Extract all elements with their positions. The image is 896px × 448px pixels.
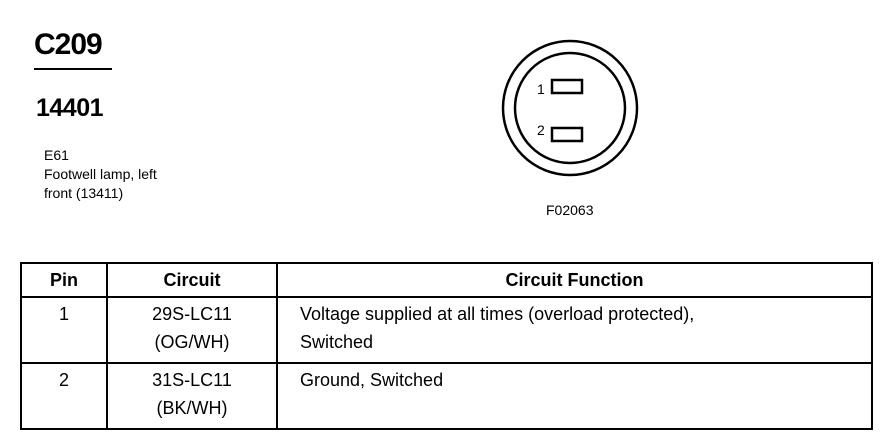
pin-2-terminal [550, 126, 584, 143]
component-description-line-1: Footwell lamp, left [44, 166, 157, 182]
connector-inner-ring [513, 51, 627, 165]
component-code: E61 [44, 147, 69, 163]
wire-color: (BK/WH) [156, 398, 228, 418]
function-text-line-1: Voltage supplied at all times (overload … [300, 304, 695, 324]
part-number: 14401 [36, 94, 104, 122]
table-header-row: Pin Circuit Circuit Function [20, 262, 873, 298]
circuit-cell: 29S-LC11 (OG/WH) [106, 296, 278, 364]
pin-cell: 1 [20, 296, 108, 364]
pin-cell: 2 [20, 362, 108, 430]
function-cell: Ground, Switched [276, 362, 873, 430]
connector-id: C209 [34, 28, 103, 61]
header-circuit: Circuit [106, 262, 278, 298]
function-text-line-2: Switched [300, 332, 374, 352]
pin-1-label: 1 [537, 81, 545, 97]
pin-2-label: 2 [537, 122, 545, 138]
figure-reference: F02063 [546, 202, 594, 218]
title-underline [34, 68, 112, 70]
connector-face-diagram: 1 2 [501, 39, 639, 177]
pinout-table: Pin Circuit Circuit Function 1 29S-LC11 … [20, 262, 873, 430]
function-text-line-1: Ground, Switched [300, 370, 444, 390]
circuit-code: 29S-LC11 [152, 304, 232, 324]
function-cell: Voltage supplied at all times (overload … [276, 296, 873, 364]
header-circuit-function: Circuit Function [276, 262, 873, 298]
wire-color: (OG/WH) [154, 332, 230, 352]
header-pin: Pin [20, 262, 108, 298]
component-info: E61 Footwell lamp, left front (13411) [44, 146, 214, 203]
circuit-cell: 31S-LC11 (BK/WH) [106, 362, 278, 430]
circuit-code: 31S-LC11 [152, 370, 232, 390]
pin-1-terminal [550, 78, 584, 95]
component-description-line-2: front (13411) [44, 185, 124, 201]
table-row: 2 31S-LC11 (BK/WH) Ground, Switched [20, 362, 873, 430]
connector-outer-ring [501, 39, 639, 177]
table-row: 1 29S-LC11 (OG/WH) Voltage supplied at a… [20, 296, 873, 364]
